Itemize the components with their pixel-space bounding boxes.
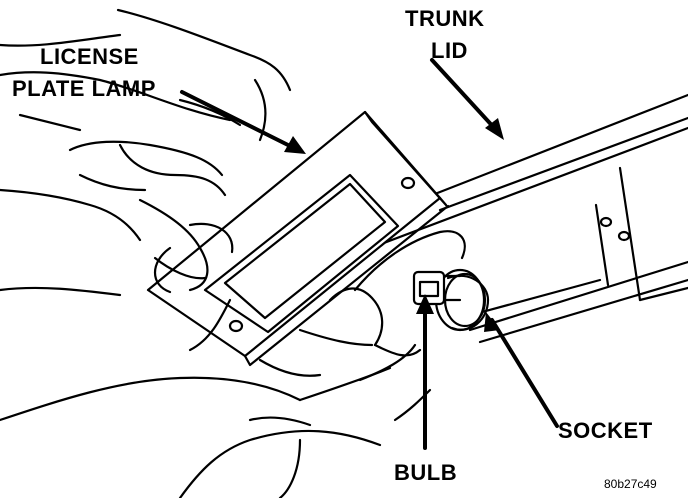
arrowhead-socket — [484, 312, 500, 332]
label-trunk-lid-line2: LID — [431, 38, 468, 63]
label-bulb: BULB — [394, 460, 458, 485]
figure-code: 80b27c49 — [604, 477, 657, 491]
arrowhead-trunk — [485, 118, 504, 140]
label-license-plate-lamp-line2: PLATE LAMP — [12, 76, 156, 101]
label-license-plate-lamp-line1: LICENSE — [40, 44, 139, 69]
leader-arrows — [180, 58, 559, 450]
license-plate-lamp-housing — [146, 110, 450, 367]
arrow-heads — [284, 118, 504, 332]
arrowhead-lamp — [284, 136, 306, 154]
label-trunk-lid-line1: TRUNK — [405, 6, 485, 31]
right-hand — [0, 230, 466, 498]
left-hand — [0, 8, 292, 352]
label-socket: SOCKET — [558, 418, 653, 443]
trunk-lid — [328, 93, 688, 344]
arrowhead-bulb — [416, 294, 434, 314]
bulb-and-socket — [412, 268, 490, 332]
